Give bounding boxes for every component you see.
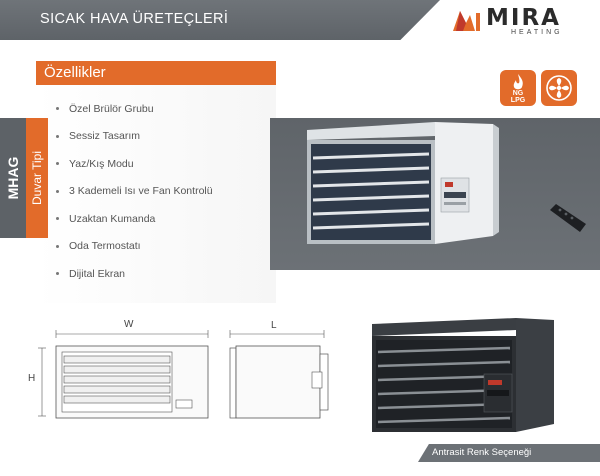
bullet-icon [56, 217, 59, 221]
bullet-icon [56, 134, 59, 138]
list-item: Özel Brülör Grubu [56, 95, 213, 123]
list-item: Oda Termostatı [56, 233, 213, 261]
features-title: Özellikler [44, 64, 106, 81]
height-dimension-label: H [28, 373, 36, 384]
bullet-icon [56, 107, 59, 111]
list-item: Sessiz Tasarım [56, 123, 213, 151]
list-item: Yaz/Kış Modu [56, 150, 213, 178]
heater-unit-image [307, 122, 499, 244]
logo-subtitle: HEATING [511, 29, 563, 36]
remote-control-image [550, 204, 586, 232]
bullet-icon [56, 244, 59, 248]
list-item: 3 Kademeli Isı ve Fan Kontrolü [56, 178, 213, 206]
front-view-drawing [38, 330, 209, 419]
bullet-icon [56, 162, 59, 166]
bullet-icon [56, 272, 59, 276]
length-dimension-label: L [271, 320, 277, 331]
feature-list: Özel Brülör Grubu Sessiz Tasarım Yaz/Kış… [56, 95, 213, 288]
header-banner [0, 0, 440, 40]
features-header: Özellikler [36, 61, 276, 85]
side-tab-type [26, 118, 48, 238]
list-item: Dijital Ekran [56, 260, 213, 288]
logo-mark-icon [453, 11, 480, 31]
page-title: SICAK HAVA ÜRETEÇLERİ [40, 11, 229, 27]
fuel-badge: NG LPG [500, 70, 536, 106]
anthracite-heater-image [372, 318, 554, 432]
features-panel [36, 85, 276, 303]
color-option-caption: Antrasit Renk Seçeneği [432, 447, 532, 458]
bullet-icon [56, 189, 59, 193]
list-item: Uzaktan Kumanda [56, 205, 213, 233]
type-label: Duvar Tipi [30, 150, 44, 206]
fuel-ng-label: NG [512, 90, 524, 97]
side-tab-model [0, 118, 26, 238]
caption-bar [418, 444, 600, 462]
logo-wordmark: MIRA [486, 5, 561, 31]
model-label: MHAG [5, 156, 21, 200]
side-view-drawing [229, 330, 329, 419]
flame-icon [513, 74, 523, 90]
fan-badge [541, 70, 577, 106]
fan-icon [546, 75, 572, 101]
width-dimension-label: W [124, 319, 134, 330]
brand-logo: MIRA HEATING [453, 5, 581, 39]
fuel-lpg-label: LPG [510, 97, 526, 104]
